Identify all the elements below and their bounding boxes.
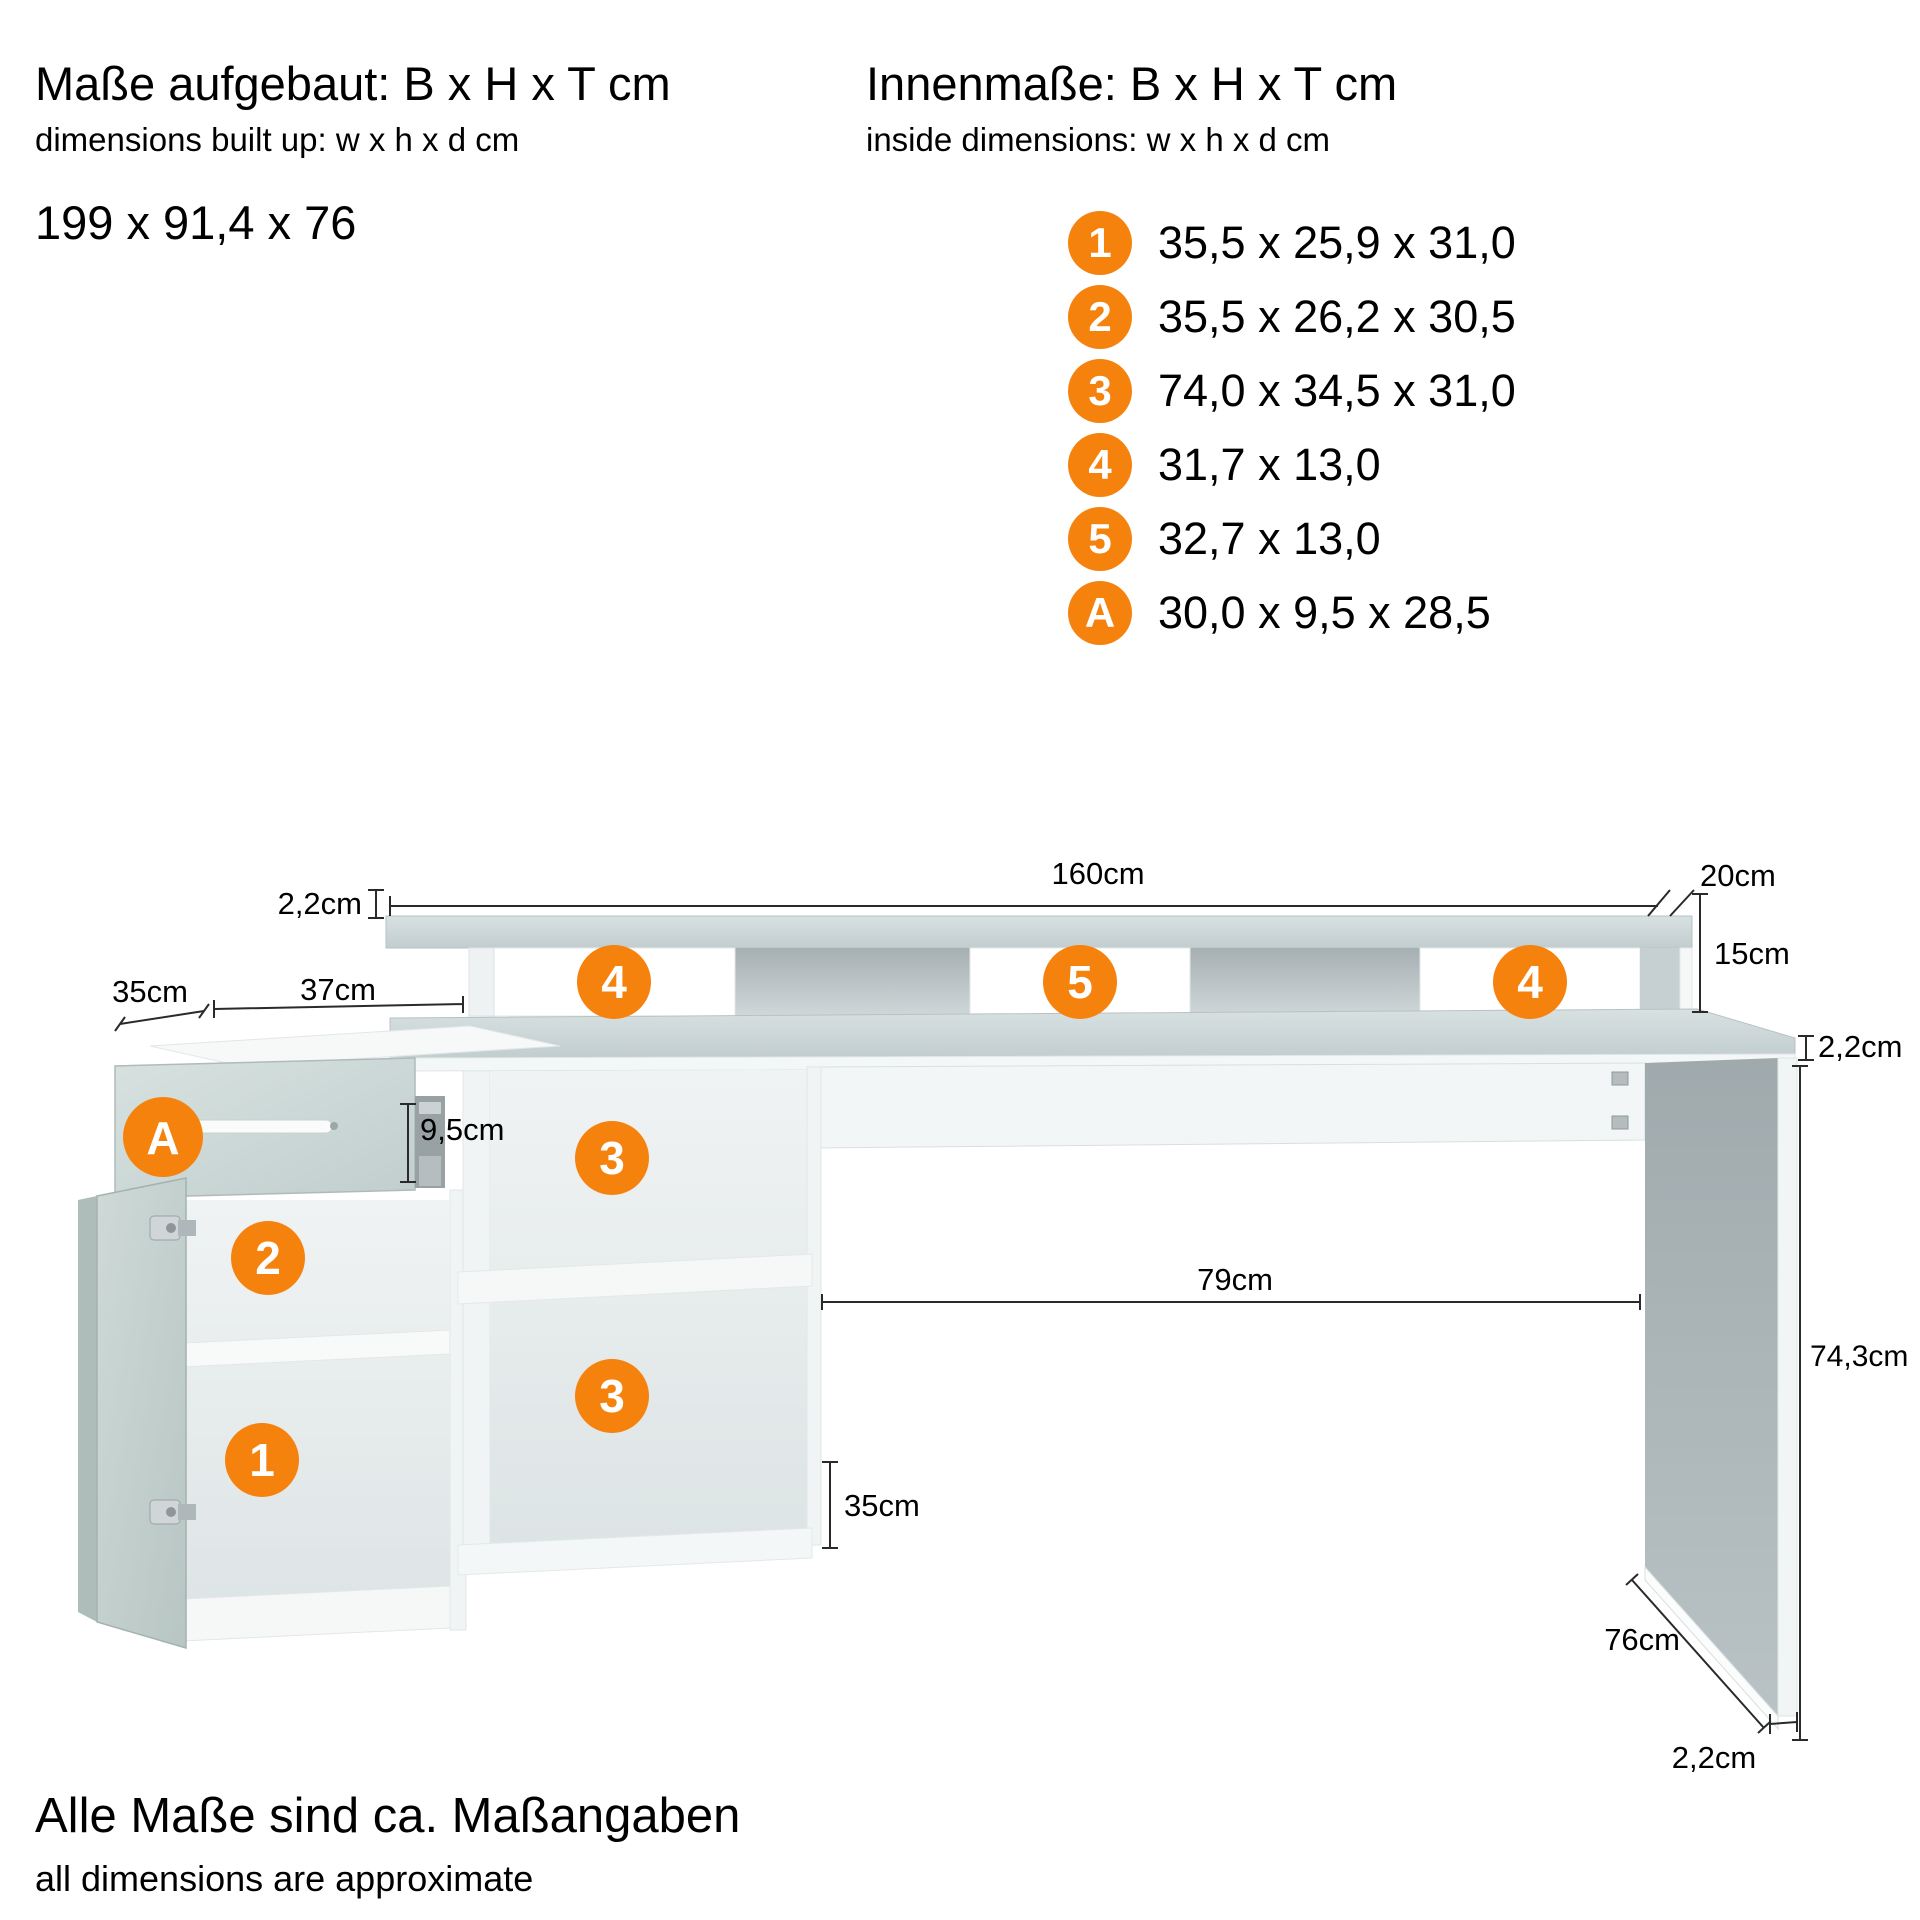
dim-side-thickness-label: 2,2cm bbox=[1672, 1740, 1756, 1775]
dim-hutch-depth: 20cm bbox=[1669, 858, 1776, 917]
badge-hutch-center-label: 5 bbox=[1067, 956, 1093, 1008]
right-side-panel bbox=[1645, 1058, 1778, 1716]
list-item: 5 32,7 x 13,0 bbox=[1068, 502, 1516, 576]
dim-hutch-top-thickness-label: 2,2cm bbox=[278, 886, 362, 921]
inside-dimensions-title: Innenmaße: B x H x T cm bbox=[866, 57, 1398, 110]
badge-shelf-lower: 3 bbox=[575, 1359, 649, 1433]
built-dimensions-block: Maße aufgebaut: B x H x T cm dimensions … bbox=[35, 56, 671, 250]
badge-cabinet-upper-label: 2 bbox=[255, 1232, 281, 1284]
inside-dimensions-list: 1 35,5 x 25,9 x 31,0 2 35,5 x 26,2 x 30,… bbox=[1068, 206, 1516, 650]
dim-desk-height-label: 74,3cm bbox=[1810, 1340, 1908, 1373]
item-dimensions: 74,0 x 34,5 x 31,0 bbox=[1158, 365, 1516, 416]
hutch-right-leg bbox=[1640, 948, 1680, 1016]
badge-cabinet-lower: 1 bbox=[225, 1423, 299, 1497]
badge-hutch-right: 4 bbox=[1493, 945, 1567, 1019]
hutch-left-leg bbox=[468, 947, 495, 1017]
dim-compartment-height: 35cm bbox=[822, 1461, 920, 1549]
drawer-handle-cap bbox=[330, 1122, 338, 1130]
right-side-panel-bottom-edge bbox=[1644, 1565, 1779, 1731]
item-dimensions: 30,0 x 9,5 x 28,5 bbox=[1158, 587, 1491, 638]
badge-drawer-label: A bbox=[146, 1112, 179, 1164]
badge-cabinet-upper: 2 bbox=[231, 1221, 305, 1295]
dim-compartment-height-label: 35cm bbox=[844, 1488, 920, 1523]
dim-knee-width-label: 79cm bbox=[1197, 1262, 1273, 1297]
drawer-slide-detail-top bbox=[419, 1102, 441, 1114]
dim-drawer-height-label: 9,5cm bbox=[420, 1112, 504, 1147]
badge-hutch-left: 4 bbox=[577, 945, 651, 1019]
item-badge: A bbox=[1068, 581, 1132, 645]
item-dimensions: 32,7 x 13,0 bbox=[1158, 513, 1381, 564]
item-badge: 5 bbox=[1068, 507, 1132, 571]
dim-desktop-thickness: 2,2cm bbox=[1798, 1029, 1902, 1064]
inside-dimensions-block: Innenmaße: B x H x T cm inside dimension… bbox=[866, 56, 1397, 159]
footer-note-subtitle: all dimensions are approximate bbox=[35, 1858, 534, 1899]
dim-cabinet-depth-label: 35cm bbox=[112, 974, 188, 1009]
cabinet-interior bbox=[162, 1200, 450, 1624]
cam-fitting-lower bbox=[1611, 1115, 1629, 1130]
shelfunit-middle-shelf bbox=[457, 1253, 813, 1305]
built-dimensions-subtitle: dimensions built up: w x h x d cm bbox=[35, 121, 520, 158]
item-badge: 3 bbox=[1068, 359, 1132, 423]
dim-side-thickness: 2,2cm bbox=[1672, 1712, 1798, 1775]
footer-note: Alle Maße sind ca. Maßangaben all dimens… bbox=[35, 1788, 740, 1900]
badge-shelf-lower-label: 3 bbox=[599, 1370, 625, 1422]
shelfunit-interior bbox=[490, 1071, 807, 1545]
item-badge: 1 bbox=[1068, 211, 1132, 275]
badge-drawer: A bbox=[123, 1097, 203, 1177]
door-outer-edge bbox=[78, 1196, 97, 1622]
badge-shelf-upper-label: 3 bbox=[599, 1132, 625, 1184]
door-hinge-top bbox=[149, 1215, 196, 1241]
item-dimensions: 31,7 x 13,0 bbox=[1158, 439, 1381, 490]
cam-fitting-upper bbox=[1611, 1071, 1629, 1086]
inside-dimensions-subtitle: inside dimensions: w x h x d cm bbox=[866, 121, 1331, 158]
item-dimensions: 35,5 x 26,2 x 30,5 bbox=[1158, 291, 1516, 342]
dim-side-depth: 76cm bbox=[1604, 1573, 1771, 1734]
dim-side-depth-label: 76cm bbox=[1604, 1622, 1680, 1657]
hutch-right-leg-edge bbox=[1679, 947, 1693, 1017]
list-item: A 30,0 x 9,5 x 28,5 bbox=[1068, 576, 1516, 650]
dim-desktop-thickness-label: 2,2cm bbox=[1818, 1029, 1902, 1064]
list-item: 2 35,5 x 26,2 x 30,5 bbox=[1068, 280, 1516, 354]
dim-hutch-height-label: 15cm bbox=[1714, 936, 1790, 971]
dim-cabinet-depth: 35cm bbox=[112, 974, 210, 1032]
hutch-top-board bbox=[385, 915, 1693, 949]
cabinet-top-board bbox=[149, 1025, 561, 1067]
shelfunit-right-wall bbox=[806, 1066, 822, 1546]
dim-desk-height: 74,3cm bbox=[1792, 1065, 1908, 1741]
badge-hutch-center: 5 bbox=[1043, 945, 1117, 1019]
dim-drawer-height: 9,5cm bbox=[400, 1103, 504, 1183]
dim-hutch-width-label: 160cm bbox=[1051, 856, 1144, 891]
shelfunit-bottom-board bbox=[457, 1527, 813, 1576]
footer-note-title: Alle Maße sind ca. Maßangaben bbox=[35, 1789, 741, 1843]
list-item: 1 35,5 x 25,9 x 31,0 bbox=[1068, 206, 1516, 280]
badge-shelf-upper: 3 bbox=[575, 1121, 649, 1195]
item-badge: 2 bbox=[1068, 285, 1132, 349]
built-dimensions-title: Maße aufgebaut: B x H x T cm bbox=[35, 57, 671, 110]
item-badge: 4 bbox=[1068, 433, 1132, 497]
list-item: 4 31,7 x 13,0 bbox=[1068, 428, 1516, 502]
dim-hutch-width: 160cm bbox=[389, 856, 1671, 917]
list-item: 3 74,0 x 34,5 x 31,0 bbox=[1068, 354, 1516, 428]
dim-hutch-top-thickness: 2,2cm bbox=[278, 886, 384, 921]
dim-cabinet-width: 37cm bbox=[213, 972, 464, 1018]
badge-hutch-right-label: 4 bbox=[1517, 956, 1543, 1008]
dim-knee-width: 79cm bbox=[821, 1262, 1641, 1310]
built-dimensions-value: 199 x 91,4 x 76 bbox=[35, 196, 357, 249]
drawer-slide-detail-bottom bbox=[419, 1156, 441, 1186]
badge-cabinet-lower-label: 1 bbox=[249, 1434, 275, 1486]
dim-hutch-height: 15cm bbox=[1692, 893, 1790, 1013]
door-hinge-bottom bbox=[149, 1499, 196, 1525]
item-dimensions: 35,5 x 25,9 x 31,0 bbox=[1158, 217, 1516, 268]
back-apron bbox=[816, 1062, 1646, 1149]
right-side-panel-front-edge bbox=[1777, 1057, 1798, 1717]
badge-hutch-left-label: 4 bbox=[601, 956, 627, 1008]
dim-hutch-depth-label: 20cm bbox=[1700, 858, 1776, 893]
door-panel bbox=[96, 1177, 187, 1650]
dim-cabinet-width-label: 37cm bbox=[300, 972, 376, 1007]
